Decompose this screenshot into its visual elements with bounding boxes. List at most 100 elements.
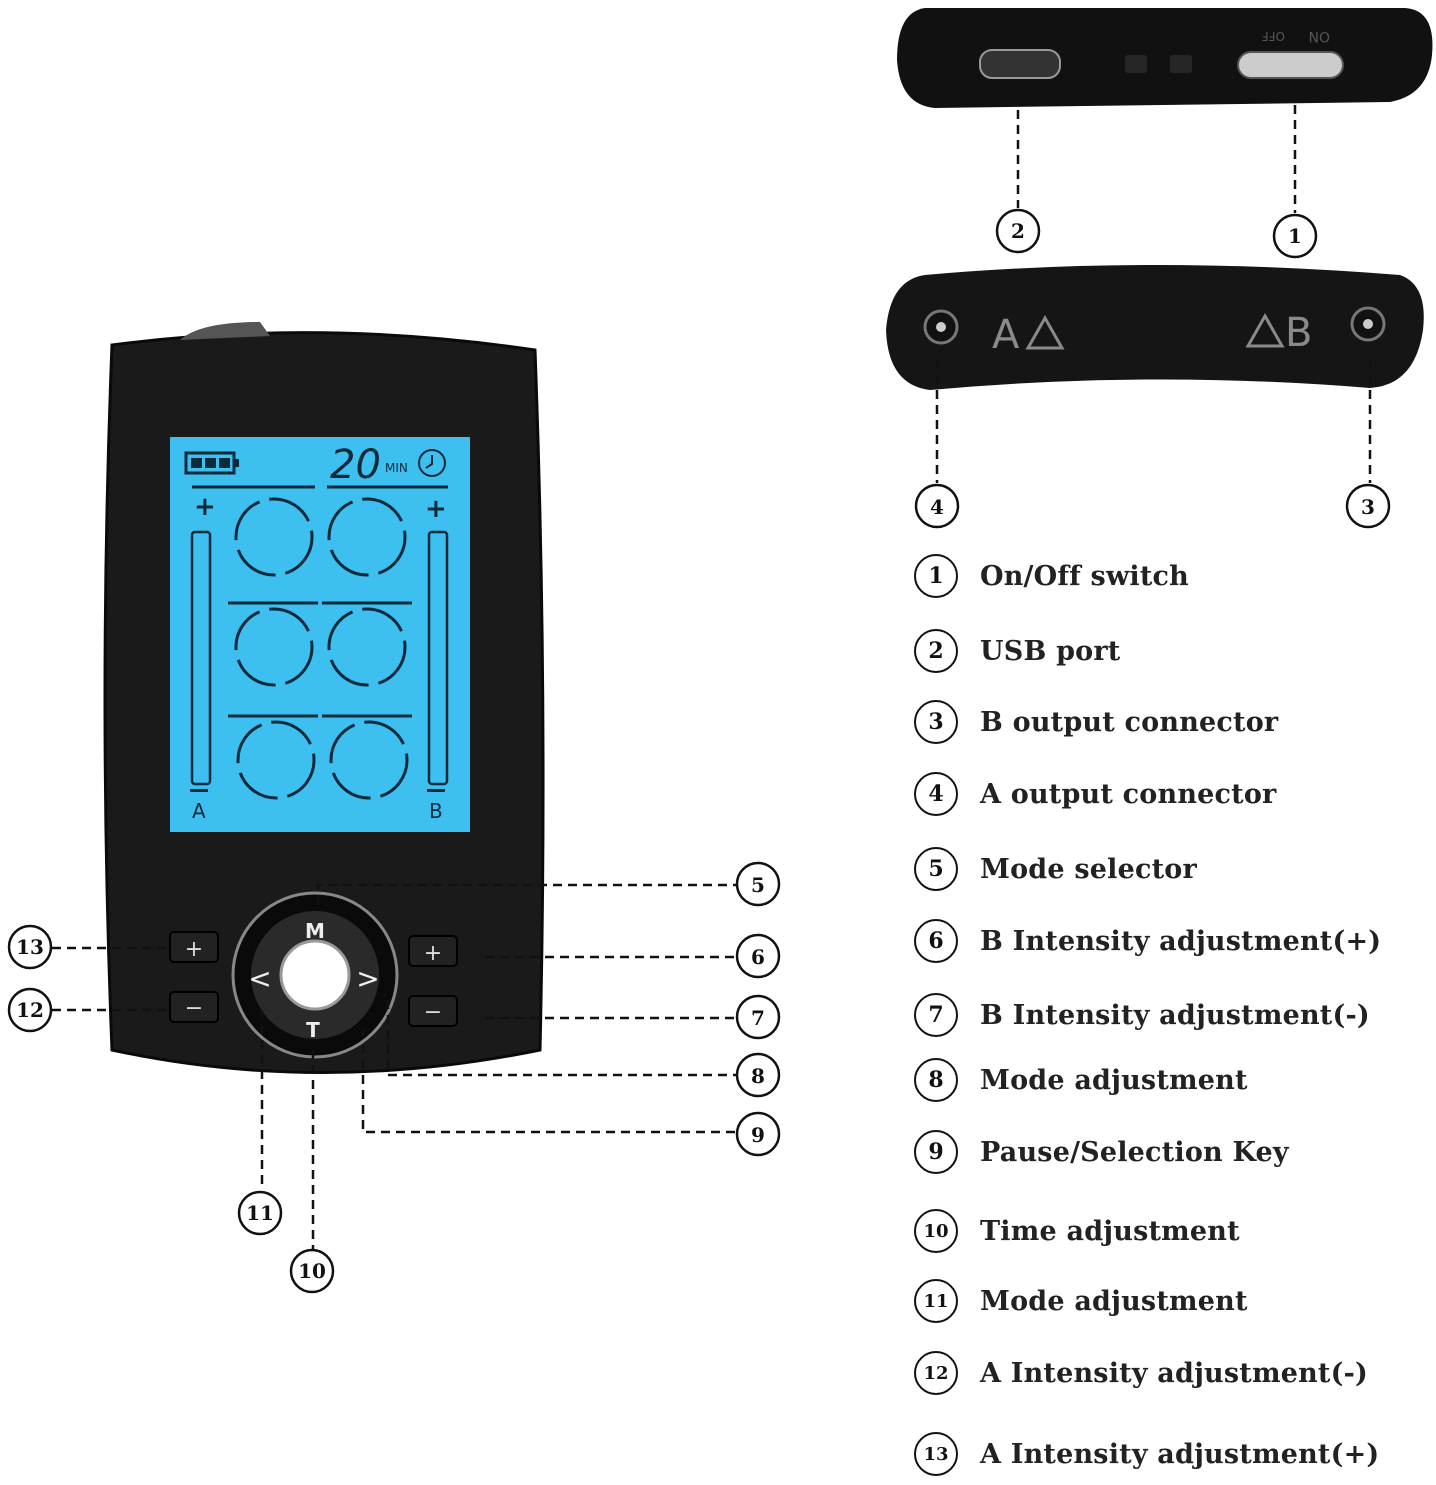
legend-label: A Intensity adjustment(+) [980, 1438, 1380, 1470]
b-minus-button[interactable]: − [408, 995, 458, 1027]
legend-label: Mode adjustment [980, 1064, 1248, 1096]
svg-text:12: 12 [16, 998, 44, 1022]
tens-device: 20 MIN + + A B + − + − [103, 322, 545, 1074]
right-button[interactable]: > [356, 962, 379, 995]
bottom-edge-view: A B [886, 265, 1424, 390]
callout-9: 9 [735, 1111, 781, 1157]
callout-2: 2 [995, 208, 1041, 254]
top-edge-view: OFF ON [897, 8, 1433, 108]
legend-number: 5 [914, 847, 958, 891]
battery-icon [184, 451, 239, 475]
svg-text:1: 1 [1288, 224, 1302, 248]
lcd-a-plus: + [194, 492, 216, 522]
legend-number: 4 [914, 772, 958, 816]
body-part-mode-icons [234, 497, 409, 800]
legend-item: 3 B output connector [914, 697, 1278, 747]
leader-lines [52, 90, 1372, 1249]
legend-label: Mode selector [980, 853, 1197, 885]
mode-button[interactable]: M [305, 919, 325, 943]
legend-number: 12 [914, 1351, 958, 1395]
callout-8: 8 [735, 1052, 781, 1098]
legend-item: 11 Mode adjustment [914, 1276, 1248, 1326]
svg-text:OFF: OFF [1262, 29, 1285, 43]
lcd-screen [170, 437, 470, 832]
legend-item: 1 On/Off switch [914, 551, 1189, 601]
svg-text:ON: ON [1309, 28, 1331, 44]
callout-4: 4 [914, 483, 960, 529]
svg-text:11: 11 [246, 1201, 274, 1225]
a-minus-button[interactable]: − [169, 991, 219, 1023]
callout-3: 3 [1345, 483, 1391, 529]
legend-label: B output connector [980, 706, 1279, 738]
lcd-b-plus: + [425, 494, 447, 524]
legend-item: 10 Time adjustment [914, 1206, 1240, 1256]
callout-1: 1 [1272, 213, 1318, 259]
time-button[interactable]: T [306, 1018, 320, 1042]
legend-number: 10 [914, 1209, 958, 1253]
legend-item: 4 A output connector [914, 769, 1276, 819]
legend-number: 7 [914, 993, 958, 1037]
svg-text:13: 13 [16, 935, 44, 959]
legend-number: 13 [914, 1432, 958, 1476]
callout-13: 13 [7, 924, 53, 970]
svg-text:9: 9 [751, 1123, 765, 1147]
svg-text:4: 4 [930, 495, 944, 519]
legend-label: B Intensity adjustment(-) [980, 999, 1370, 1031]
svg-text:−: − [185, 996, 203, 1021]
callout-12: 12 [7, 987, 53, 1033]
svg-text:7: 7 [751, 1006, 765, 1030]
legend-number: 3 [914, 700, 958, 744]
channel-b-bar [427, 530, 449, 786]
legend-number: 9 [914, 1130, 958, 1174]
on-off-switch[interactable] [1237, 51, 1344, 79]
legend-label: USB port [980, 635, 1121, 667]
timer-unit: MIN [385, 461, 408, 475]
b-plus-button[interactable]: + [408, 935, 458, 967]
strip-label-b: B [1285, 310, 1312, 356]
legend-number: 6 [914, 919, 958, 963]
legend-label: Mode adjustment [980, 1285, 1248, 1317]
timer-value: 20 [330, 442, 381, 488]
control-dial[interactable]: M T < > [231, 891, 399, 1059]
svg-text:−: − [424, 1000, 442, 1025]
legend-item: 8 Mode adjustment [914, 1055, 1248, 1105]
warning-icon-a [1025, 314, 1065, 350]
channel-a-bar [190, 530, 212, 786]
pause-select-button[interactable] [279, 939, 351, 1011]
clock-icon [418, 449, 446, 477]
legend-label: Time adjustment [980, 1215, 1240, 1247]
left-button[interactable]: < [248, 962, 271, 995]
legend-label: A output connector [980, 778, 1277, 810]
warning-icon-b [1245, 312, 1285, 348]
legend-number: 11 [914, 1279, 958, 1323]
callout-10: 10 [289, 1248, 335, 1294]
svg-text:5: 5 [751, 873, 765, 897]
strip-label-a: A [992, 312, 1020, 358]
legend-item: 13 A Intensity adjustment(+) [914, 1429, 1379, 1479]
svg-text:2: 2 [1011, 219, 1025, 243]
legend-label: On/Off switch [980, 560, 1190, 592]
svg-text:6: 6 [751, 945, 765, 969]
legend-label: Pause/Selection Key [980, 1136, 1289, 1168]
lcd-channel-b: B [429, 799, 443, 823]
legend-number: 1 [914, 554, 958, 598]
svg-text:8: 8 [751, 1064, 765, 1088]
usb-port [979, 49, 1061, 79]
callout-7: 7 [735, 994, 781, 1040]
svg-text:10: 10 [298, 1259, 326, 1283]
callout-11: 11 [237, 1190, 283, 1236]
svg-text:+: + [424, 941, 442, 966]
svg-text:+: + [185, 937, 203, 962]
callout-5: 5 [735, 861, 781, 907]
callout-6: 6 [735, 933, 781, 979]
legend-item: 5 Mode selector [914, 844, 1197, 894]
legend-item: 7 B Intensity adjustment(-) [914, 990, 1370, 1040]
legend-item: 9 Pause/Selection Key [914, 1127, 1289, 1177]
legend-number: 8 [914, 1058, 958, 1102]
lcd-channel-a: A [192, 799, 206, 823]
svg-text:3: 3 [1361, 495, 1375, 519]
a-plus-button[interactable]: + [169, 931, 219, 963]
